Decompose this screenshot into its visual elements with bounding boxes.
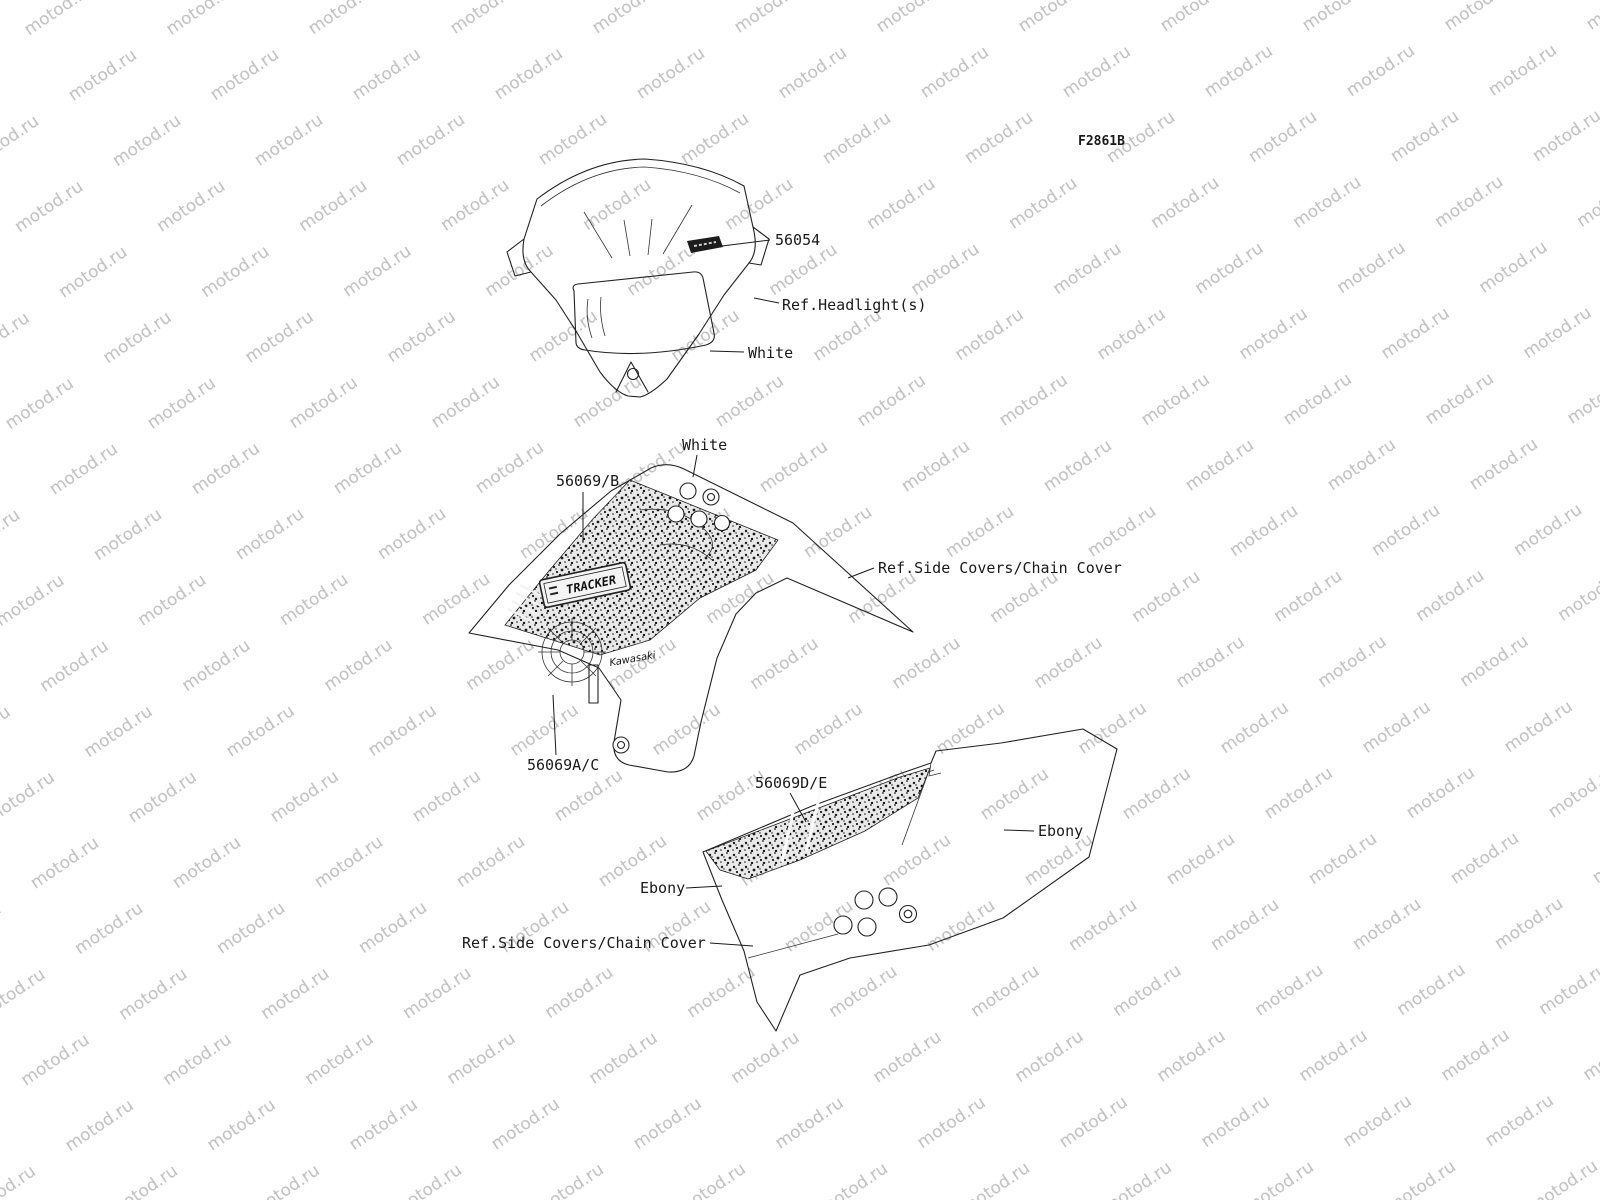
tracker-logo: TRACKER — [538, 561, 632, 609]
leader-56054 — [721, 239, 771, 247]
cowl-tab-right — [748, 226, 770, 266]
leader-56069de — [789, 792, 807, 823]
label-ref-side-covers-mid: Ref.Side Covers/Chain Cover — [878, 559, 1122, 577]
leader-lines — [552, 239, 1035, 947]
cowl-bottom-notch — [615, 361, 649, 393]
figure-code: F2861B — [1078, 134, 1125, 149]
mid-cover-drawing: TRACKER Kawasaki — [468, 464, 914, 773]
label-56054: 56054 — [775, 231, 820, 249]
leader-ebony-right — [1003, 829, 1035, 832]
mid-cover-outline — [468, 464, 914, 773]
windscreen-crease-midleft — [623, 219, 631, 257]
label-ebony-right: Ebony — [1038, 822, 1083, 840]
leader-ref-bottom — [709, 942, 754, 947]
leader-ref-mid — [847, 567, 875, 579]
vent-fan-detail — [538, 618, 606, 686]
rear-cover-divider — [901, 767, 931, 846]
mid-cover-vent-holes — [667, 482, 731, 532]
label-white-headlight: White — [748, 344, 793, 362]
windscreen-crease-left — [583, 211, 613, 259]
rear-cover-step-notch — [928, 762, 942, 777]
decal-swoosh-1 — [639, 508, 713, 559]
headlight-opening — [572, 271, 715, 355]
label-56069ac: 56069A/C — [527, 756, 599, 774]
chain-cover-overlap-line — [747, 933, 839, 959]
lens-reflection-1 — [586, 298, 593, 339]
headlight-cowl-outline — [522, 158, 756, 398]
mid-cover-tab — [588, 664, 599, 704]
mid-cover-bolt-hole — [612, 736, 630, 754]
leader-ebony-left — [685, 885, 723, 889]
label-ref-side-covers-bottom: Ref.Side Covers/Chain Cover — [462, 934, 706, 952]
rear-cover-outline — [702, 728, 1118, 1032]
cowl-tab-left — [506, 238, 532, 277]
label-56069b: 56069/B — [556, 472, 619, 490]
rear-cover-drawing — [702, 728, 1118, 1032]
cowl-bottom-bolt-hole — [626, 367, 640, 381]
label-ebony-left: Ebony — [640, 879, 685, 897]
label-ref-headlight: Ref.Headlight(s) — [782, 296, 927, 314]
lens-reflection-2 — [600, 296, 606, 337]
label-56069de: 56069D/E — [755, 774, 827, 792]
leader-ref-headlight — [753, 297, 780, 304]
labels: F2861B 56054 Ref.Headlight(s) White Whit… — [462, 134, 1125, 952]
decal-56054-detail — [693, 241, 717, 247]
leader-white-mid — [692, 454, 698, 478]
rear-cover-vent-holes — [833, 887, 918, 937]
windscreen-crease-midright — [647, 218, 653, 256]
decal-grill-stripes — [507, 584, 546, 623]
leader-white-top — [709, 350, 745, 353]
mid-cover-decal-graphic — [504, 479, 779, 656]
headlight-cowl-drawing — [506, 158, 770, 398]
label-white-mid-cover: White — [682, 436, 727, 454]
rear-cover-decal-graphic — [705, 767, 931, 880]
leader-56069ac — [552, 694, 557, 756]
windscreen-crease-right — [662, 204, 693, 255]
decal-swoosh-2 — [659, 543, 713, 561]
windscreen-inner-edge — [540, 166, 741, 207]
